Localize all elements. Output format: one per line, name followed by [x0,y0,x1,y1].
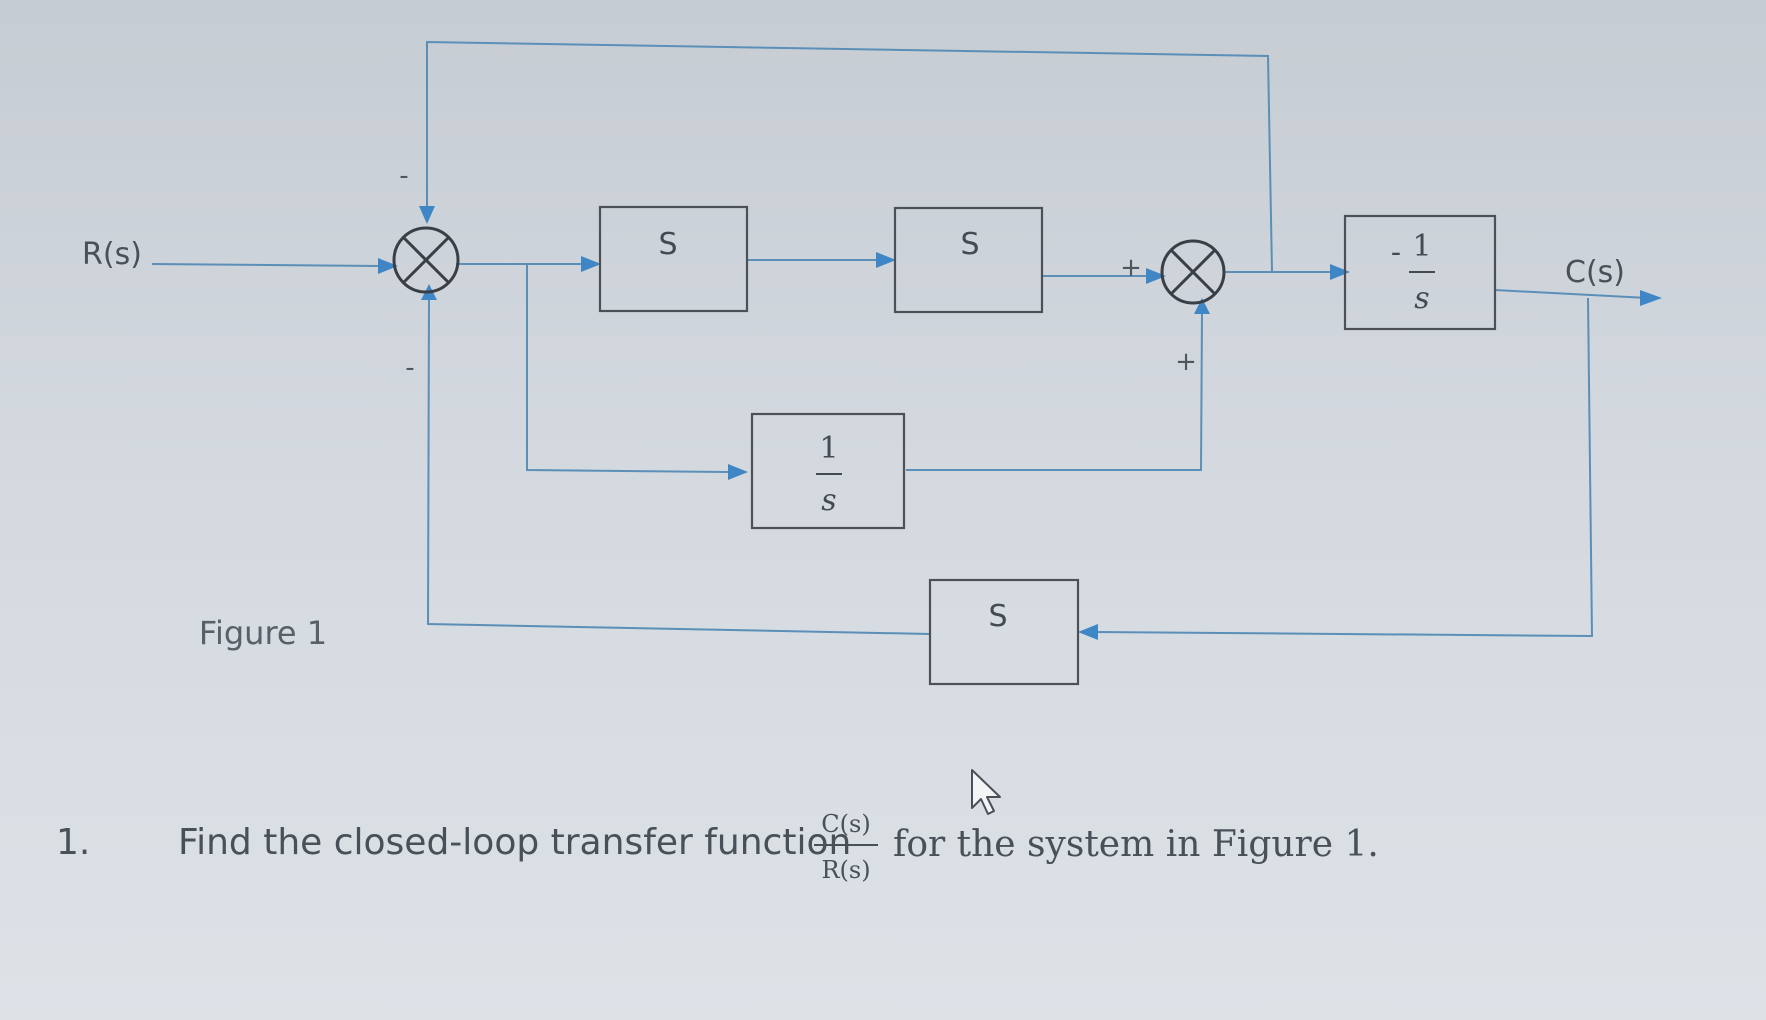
output-wire [1494,289,1649,299]
arrow-into-sj2 [1146,268,1166,284]
arrow-into-block-s2 [876,252,896,268]
arrow-into-sj1 [378,258,398,274]
summing-junction-1 [392,226,460,294]
question: 1. Find the closed-loop transfer functio… [56,810,1379,884]
output-block-numerator: 1 [1412,229,1431,264]
block-forward-s1-label: S [658,227,677,262]
wire-parallel-to-sj2 [906,311,1203,471]
sj1-bottom-sign: - [405,353,414,383]
parallel-denominator: s [821,483,836,518]
arrow-into-parallel-block [728,464,748,480]
input-wire [151,263,381,267]
sj2-bottom-sign: + [1175,347,1197,377]
output-label-cs: C(s) [1565,255,1625,290]
arrow-output-cs [1640,290,1662,306]
mouse-pointer-icon [971,769,1001,815]
block-output-neg-one-over-s [1343,214,1497,331]
signal-wires [151,40,1649,638]
arrow-into-feedback-block [1078,624,1098,640]
arrow-into-output-block [1330,264,1350,280]
sj1-top-sign: - [399,161,408,191]
outer-feedback-wire [426,40,1273,273]
block-forward-s2-label: S [960,227,979,262]
arrowheads [378,206,1662,640]
question-text-after: for the system in Figure 1. [893,824,1379,865]
parallel-numerator: 1 [819,431,838,466]
summing-junction-2 [1160,239,1226,305]
block-feedback-label: S [988,599,1007,634]
arrow-into-sj2-bottom [1194,298,1210,314]
wire-output-to-feedback-block [1093,297,1594,638]
sj2-left-sign: + [1120,253,1142,283]
question-fraction-numerator: C(s) [821,810,870,838]
block-parallel-one-over-s [750,412,906,530]
wire-feedback-to-sj1 [426,297,931,635]
block-forward-s1 [598,205,749,313]
block-forward-s2 [893,206,1044,314]
question-fraction-denominator: R(s) [821,856,870,884]
question-text-before: Find the closed-loop transfer function [178,822,851,863]
output-block-denominator: s [1414,281,1429,316]
figure-caption: Figure 1 [199,614,327,652]
arrow-into-sj1-top [419,206,435,224]
wire-to-parallel-block [526,264,729,473]
input-label-rs: R(s) [82,237,142,272]
output-block-sign: - [1391,235,1401,270]
block-feedback-s [928,578,1080,686]
arrow-into-block-s1 [581,256,601,272]
question-number: 1. [56,822,90,863]
